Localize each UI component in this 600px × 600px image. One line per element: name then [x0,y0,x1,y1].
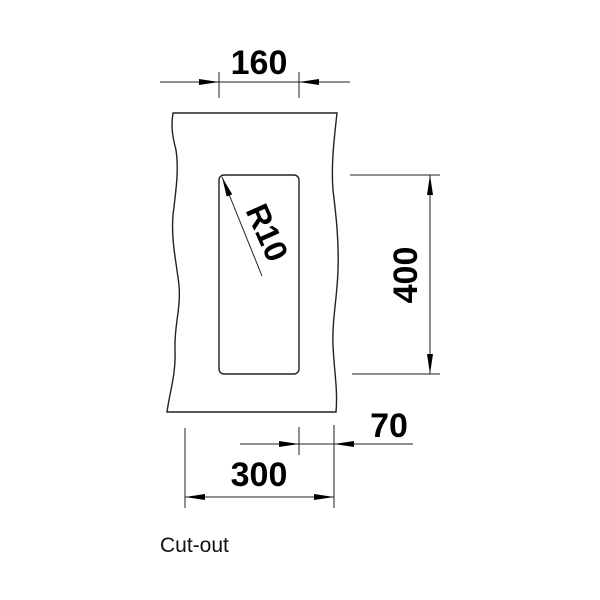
cutout-rectangle [218,174,300,375]
dimension-300: 300 [184,425,335,508]
radius-label: R10 [239,198,296,266]
panel-outline [166,112,339,413]
dimension-70: 70 [240,407,413,455]
dimension-label-400: 400 [387,247,425,304]
dimension-label-300: 300 [231,456,288,494]
dimension-label-160: 160 [231,44,288,82]
caption: Cut-out [160,534,229,557]
dimension-160: 160 [160,44,350,98]
dimension-400: 400 [350,174,440,375]
dimension-label-70: 70 [370,407,408,445]
radius-callout: R10 [221,176,296,277]
